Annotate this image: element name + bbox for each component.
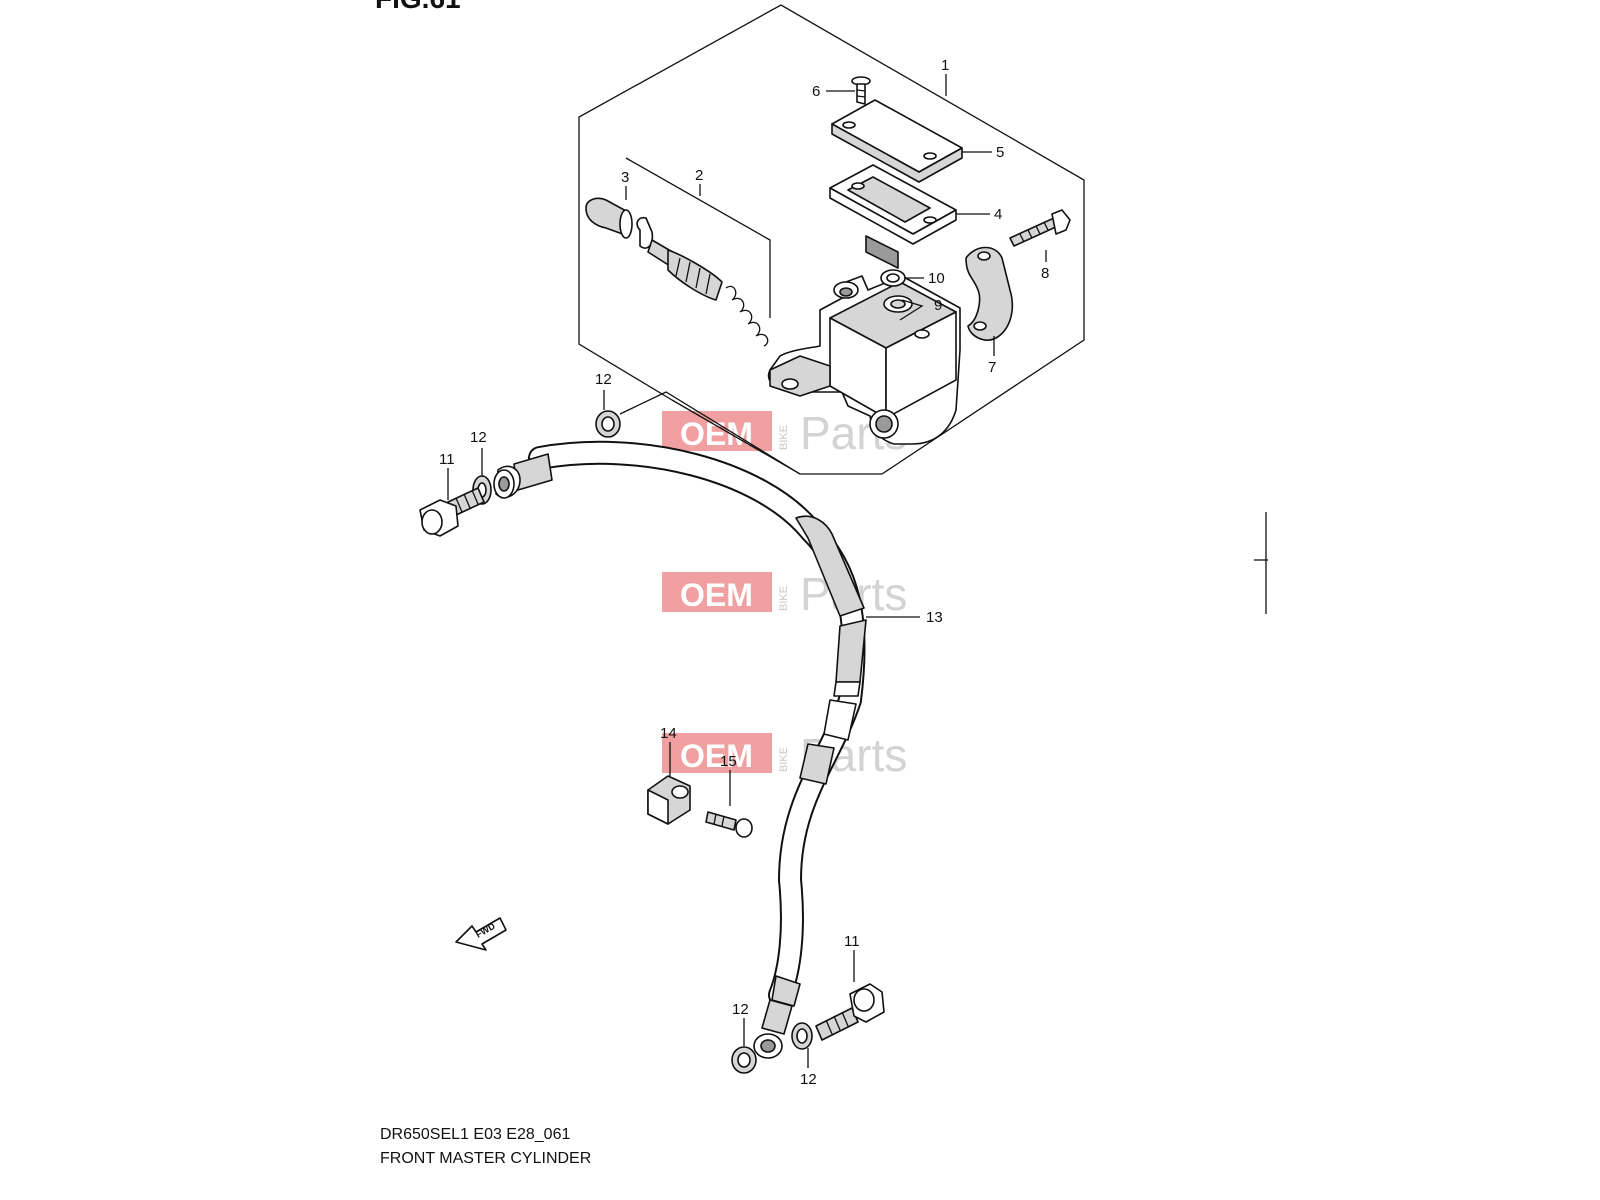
svg-text:BIKE: BIKE xyxy=(778,747,790,772)
banjo-bolt-part-11-lower[interactable] xyxy=(815,983,885,1041)
model-code: DR650SEL1 E03 E28_061 xyxy=(380,1126,570,1143)
washer-part-12-lower-right[interactable] xyxy=(791,1022,813,1050)
boot-part-3[interactable] xyxy=(585,197,633,239)
callout-6: 6 xyxy=(812,83,820,100)
svg-text:OEM: OEM xyxy=(680,577,753,613)
master-cylinder-body[interactable] xyxy=(767,275,961,445)
callout-2: 2 xyxy=(695,167,703,184)
assembly-outline-box xyxy=(578,4,1085,475)
lower-banjo-fitting[interactable] xyxy=(753,999,793,1059)
callout-12-lower-right: 12 xyxy=(800,1071,817,1088)
callout-labels: 1 2 3 4 5 6 7 8 9 10 11 11 12 12 12 12 1… xyxy=(439,57,1049,1088)
upper-banjo-fitting[interactable] xyxy=(493,453,553,499)
brake-hose-part-13[interactable] xyxy=(528,440,867,1007)
hose-clamp-part-14[interactable] xyxy=(647,775,691,825)
washer-leader-box xyxy=(619,391,801,475)
callout-14: 14 xyxy=(660,725,677,742)
svg-text:BIKE: BIKE xyxy=(778,425,790,450)
o-ring-part-10[interactable] xyxy=(880,269,906,287)
banjo-bolt-part-11-upper[interactable] xyxy=(419,487,485,537)
callout-12-top: 12 xyxy=(595,371,612,388)
leader-lines xyxy=(447,74,1047,1068)
handlebar-clamp-part-7[interactable] xyxy=(965,246,1014,341)
screw-part-15[interactable] xyxy=(705,811,753,838)
callout-8: 8 xyxy=(1041,265,1049,282)
watermark-1: OEM BIKE Parts xyxy=(662,407,907,459)
callout-11-lower: 11 xyxy=(844,933,860,950)
callout-9: 9 xyxy=(934,297,942,314)
washer-part-12-upper[interactable] xyxy=(595,410,621,438)
callout-13: 13 xyxy=(926,609,943,626)
watermark-3: OEM BIKE Parts xyxy=(662,729,907,781)
callout-10: 10 xyxy=(928,270,945,287)
svg-text:OEM: OEM xyxy=(680,738,753,774)
callout-3: 3 xyxy=(621,169,629,186)
callout-1: 1 xyxy=(941,57,949,74)
figure-title: FIG.61 xyxy=(375,0,461,14)
callout-11-upper: 11 xyxy=(439,451,455,468)
piston-set-part-2[interactable] xyxy=(636,216,769,347)
reservoir-cap-part-5[interactable] xyxy=(831,99,963,183)
fwd-arrow-icon: FWD xyxy=(455,917,507,951)
svg-text:BIKE: BIKE xyxy=(778,586,790,611)
watermark-2: OEM BIKE Parts xyxy=(662,568,907,620)
callout-12-left: 12 xyxy=(470,429,487,446)
washer-part-12-lower-left[interactable] xyxy=(731,1046,757,1074)
callout-15: 15 xyxy=(720,753,737,770)
callout-12-lower-left: 12 xyxy=(732,1001,749,1018)
svg-text:OEM: OEM xyxy=(680,416,753,452)
callout-5: 5 xyxy=(996,144,1004,161)
figure-caption: FRONT MASTER CYLINDER xyxy=(380,1150,591,1167)
diaphragm-part-4[interactable] xyxy=(829,164,957,269)
callout-7: 7 xyxy=(988,359,996,376)
piston-set-bracket xyxy=(625,157,771,318)
clamp-bolt-part-8[interactable] xyxy=(1009,209,1071,247)
callout-4: 4 xyxy=(994,206,1002,223)
screw-part-6[interactable] xyxy=(851,76,871,105)
